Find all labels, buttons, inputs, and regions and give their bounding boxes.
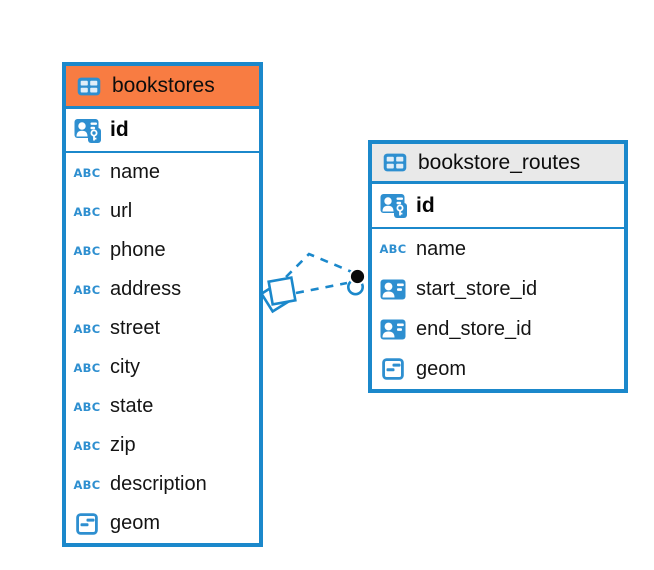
relationship-target-marker-back	[346, 278, 364, 296]
geometry-type-icon	[378, 358, 408, 380]
foreign-key-icon	[378, 319, 408, 340]
table-bookstores-header[interactable]: bookstores	[66, 66, 259, 109]
table-bookstore-routes-header[interactable]: bookstore_routes	[372, 144, 624, 184]
text-type-icon: ABC	[379, 242, 407, 256]
text-type-icon: ABC	[73, 204, 101, 219]
primary-key-icon	[72, 118, 102, 143]
column-label: state	[110, 395, 154, 417]
column-row[interactable]: ABC state	[66, 387, 259, 426]
column-label: name	[110, 161, 161, 183]
column-row[interactable]: end_store_id	[372, 309, 624, 349]
column-row[interactable]: ABC url	[66, 192, 259, 231]
column-row[interactable]: ABC address	[66, 270, 259, 309]
relationship-source-marker-front	[267, 276, 297, 306]
column-row[interactable]: ABC street	[66, 309, 259, 348]
column-row[interactable]: ABC phone	[66, 231, 259, 270]
text-type-icon: ABC	[73, 282, 101, 297]
column-label: zip	[110, 434, 136, 456]
column-label: description	[110, 473, 207, 495]
table-icon	[380, 153, 410, 172]
column-row[interactable]: ABC zip	[66, 426, 259, 465]
column-row[interactable]: ABC city	[66, 348, 259, 387]
column-label: url	[110, 200, 133, 222]
column-label: id	[110, 118, 129, 141]
text-type-icon: ABC	[73, 321, 101, 336]
text-type-icon: ABC	[73, 360, 101, 375]
text-type-icon: ABC	[73, 399, 101, 414]
column-row[interactable]: ABC name	[372, 229, 624, 269]
column-label: city	[110, 356, 140, 378]
text-type-icon: ABC	[73, 477, 101, 492]
column-label: geom	[416, 357, 467, 380]
column-label: name	[416, 237, 467, 260]
column-label: end_store_id	[416, 317, 532, 340]
table-bookstore-routes[interactable]: bookstore_routes id ABC name start_store…	[368, 140, 628, 393]
relationship-line-start-store[interactable]	[285, 252, 353, 278]
table-icon	[74, 77, 104, 96]
text-type-icon: ABC	[73, 438, 101, 453]
relationship-source-marker-back	[259, 280, 293, 314]
table-bookstores[interactable]: bookstores id ABC name ABC url ABC phone…	[62, 62, 263, 547]
table-title: bookstores	[112, 74, 215, 97]
column-row[interactable]: geom	[66, 504, 259, 543]
text-type-icon: ABC	[73, 243, 101, 258]
column-label: geom	[110, 512, 161, 534]
foreign-key-icon	[378, 279, 408, 300]
column-label: id	[416, 193, 435, 217]
column-row-id[interactable]: id	[372, 184, 624, 229]
column-label: address	[110, 278, 182, 300]
text-type-icon: ABC	[73, 165, 101, 180]
column-row[interactable]: geom	[372, 349, 624, 389]
primary-key-icon	[378, 193, 408, 218]
column-label: phone	[110, 239, 166, 261]
table-title: bookstore_routes	[418, 150, 581, 174]
column-row[interactable]: start_store_id	[372, 269, 624, 309]
column-label: street	[110, 317, 161, 339]
column-row[interactable]: ABC name	[66, 153, 259, 192]
column-row-id[interactable]: id	[66, 109, 259, 153]
relationship-line-end-store[interactable]	[295, 281, 348, 295]
geometry-type-icon	[72, 513, 102, 535]
column-label: start_store_id	[416, 277, 538, 300]
column-row[interactable]: ABC description	[66, 465, 259, 504]
